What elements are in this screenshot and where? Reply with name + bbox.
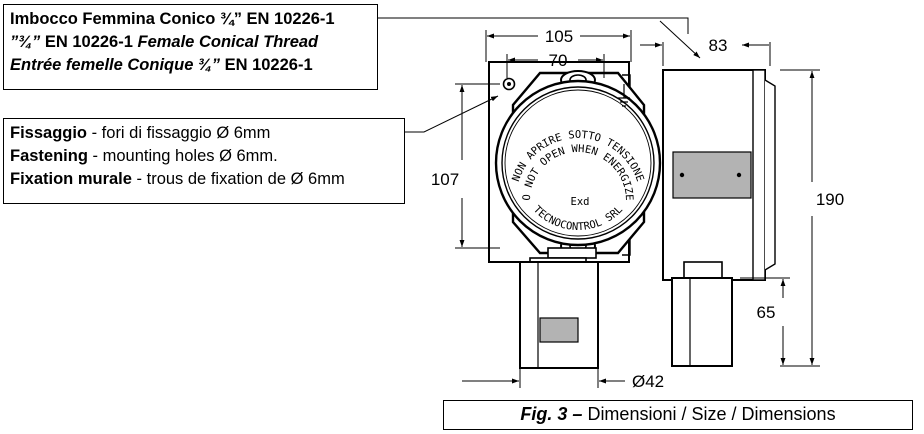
dim-height-holes: 107 — [431, 170, 459, 189]
mounting-hole-top-left — [502, 77, 516, 91]
cover-outer-ring — [494, 79, 662, 247]
fixing-line-fr: Fixation murale - trous de fixation de Ø… — [10, 170, 345, 188]
sensor-head-front — [519, 261, 599, 369]
figure-caption: Fig. 3 – Dimensioni / Size / Dimensions — [443, 400, 913, 430]
sensor-window-front — [539, 317, 579, 343]
thread-line-fr: Entrée femelle Conique ¾” EN 10226-1 — [10, 56, 313, 74]
dim-total-height: 190 — [816, 190, 844, 209]
thread-line-it: Imbocco Femmina Conico ¾” EN 10226-1 — [10, 8, 371, 31]
cover-text-exd: Exd — [571, 196, 590, 208]
fixing-line-it: Fissaggio - fori di fissaggio Ø 6mm — [10, 124, 271, 142]
dim-sensor-height: 65 — [757, 303, 776, 322]
dim-overall-width: 105 — [545, 27, 573, 46]
sensor-head-side — [671, 277, 733, 367]
dim-hole-spacing: 70 — [549, 51, 568, 70]
dim-depth: 83 — [709, 36, 728, 55]
caption-fig-number: Fig. 3 – — [520, 404, 583, 424]
thread-line-en: ”¾” EN 10226-1 Female Conical Thread — [10, 33, 319, 51]
dimension-labels: 105 70 83 107 190 65 Ø42 — [431, 27, 844, 391]
dimension-lines — [378, 17, 820, 388]
ground-symbol-icon — [618, 84, 630, 107]
dim-sensor-diameter: Ø42 — [632, 372, 664, 391]
fixing-callout: Fissaggio - fori di fissaggio Ø 6mm Fast… — [3, 118, 405, 204]
thread-callout: Imbocco Femmina Conico ¾” EN 10226-1 ”¾”… — [3, 4, 378, 90]
fixing-line-en: Fastening - mounting holes Ø 6mm. — [10, 147, 278, 165]
side-view — [662, 69, 776, 367]
front-view — [488, 61, 662, 369]
thread-it-text: Imbocco Femmina Conico ¾” EN 10226-1 — [10, 10, 335, 28]
